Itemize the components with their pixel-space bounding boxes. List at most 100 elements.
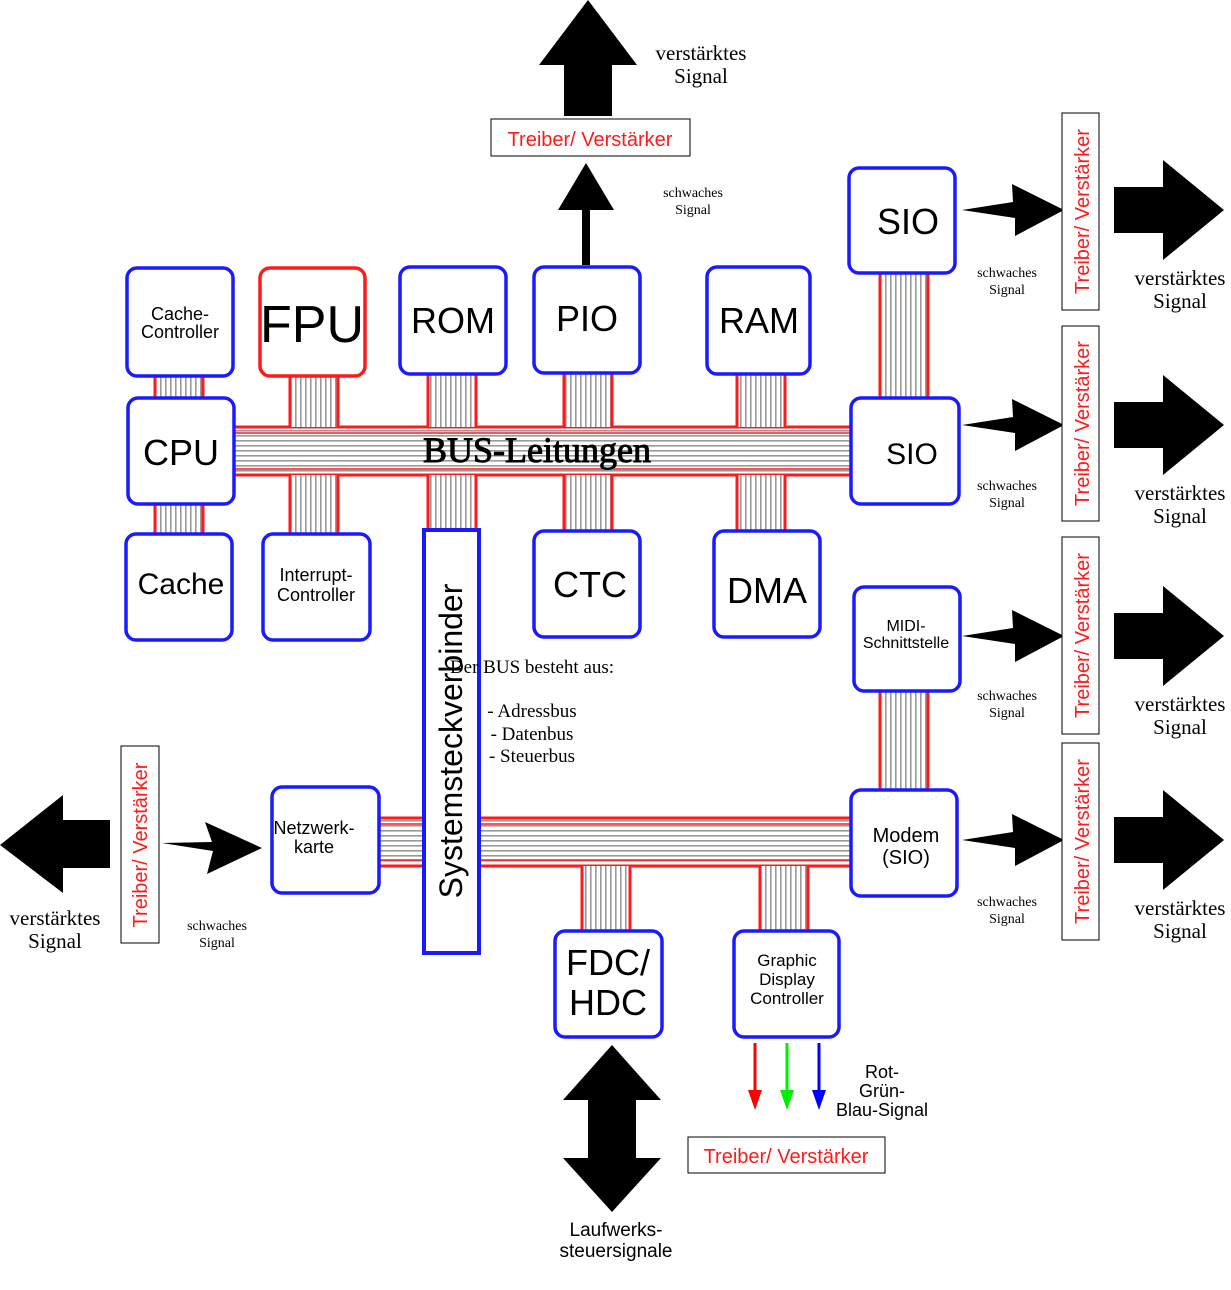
conn-cache-controller bbox=[153, 376, 205, 398]
netzwerkkarte-label: Netzwerk-karte bbox=[273, 818, 354, 857]
ram-box[interactable]: RAM bbox=[705, 265, 812, 376]
pio-box[interactable]: PIO bbox=[532, 265, 642, 375]
fpu-label: FPU bbox=[260, 296, 364, 354]
cache-box[interactable]: Cache bbox=[124, 532, 234, 642]
modem-box[interactable]: Modem(SIO) bbox=[849, 788, 959, 898]
pio-label: PIO bbox=[556, 298, 618, 339]
systemsteckverbinder-label: Systemsteckverbinder bbox=[433, 583, 469, 898]
conn-fdc bbox=[580, 866, 632, 931]
midi-box[interactable]: MIDI-Schnittstelle bbox=[852, 585, 962, 693]
cpu-label: CPU bbox=[143, 432, 219, 473]
rom-label: ROM bbox=[411, 300, 495, 341]
amplified-arrow-right-icon bbox=[1114, 160, 1224, 260]
bus-info-item-3: - Steuerbus bbox=[489, 746, 575, 767]
bidirectional-arrow-icon bbox=[563, 1045, 661, 1212]
netzwerkkarte-box[interactable]: Netzwerk-karte bbox=[270, 785, 381, 895]
conn-pio bbox=[562, 373, 614, 427]
conn-midi-modem bbox=[878, 691, 930, 790]
bus-info: Der BUS besteht aus: - Adressbus - Daten… bbox=[450, 657, 614, 767]
amplified-arrow-left-icon bbox=[0, 795, 110, 893]
midi-label: MIDI-Schnittstelle bbox=[863, 618, 949, 652]
conn-ctc bbox=[562, 475, 614, 531]
sio-box-1[interactable]: SIO bbox=[847, 166, 957, 275]
bus-connectors bbox=[153, 273, 930, 931]
interrupt-controller-label: Interrupt-Controller bbox=[277, 565, 355, 605]
rgb-signal-label: Rot-Grün-Blau-Signal bbox=[836, 1062, 928, 1120]
green-signal-arrow-icon bbox=[780, 1090, 794, 1110]
weak-signal-arrow-up-icon bbox=[558, 163, 614, 210]
fdc-hdc-label: FDC/HDC bbox=[566, 942, 650, 1023]
driver-label-bottom: Treiber/ Verstärker bbox=[704, 1146, 869, 1168]
dma-label: DMA bbox=[727, 570, 807, 611]
driver-label-left: Treiber/ Verstärker bbox=[130, 762, 152, 927]
cache-label: Cache bbox=[138, 568, 225, 601]
driver-label-top: Treiber/ Verstärker bbox=[508, 129, 673, 151]
cache-controller-label: Cache-Controller bbox=[141, 304, 219, 342]
conn-fpu bbox=[288, 376, 340, 427]
ram-label: RAM bbox=[719, 300, 799, 341]
conn-sys bbox=[426, 475, 478, 530]
dma-box[interactable]: DMA bbox=[712, 529, 822, 639]
conn-dma bbox=[735, 475, 787, 531]
amplified-arrow-right-icon bbox=[1114, 375, 1224, 475]
conn-rom bbox=[426, 374, 478, 427]
sio-1-label: SIO bbox=[877, 201, 939, 242]
rgb-output: Rot-Grün-Blau-Signal Treiber/ Verstärker bbox=[687, 1043, 928, 1174]
fdc-output: Laufwerks-steuersignale bbox=[559, 1045, 673, 1262]
modem-label: Modem(SIO) bbox=[873, 825, 940, 869]
systemsteckverbinder-box[interactable]: Systemsteckverbinder bbox=[422, 528, 481, 955]
amplified-arrow-up-icon bbox=[539, 0, 637, 116]
weak-signal-arrow-right-icon bbox=[962, 399, 1064, 451]
cache-controller-box[interactable]: Cache-Controller bbox=[125, 266, 235, 378]
driver-label-right-1: Treiber/ Verstärker bbox=[1072, 129, 1094, 294]
red-signal-arrow-icon bbox=[748, 1090, 762, 1110]
conn-interrupt bbox=[288, 475, 340, 534]
conn-ram bbox=[735, 374, 787, 427]
driver-label-right-2: Treiber/ Verstärker bbox=[1072, 341, 1094, 506]
cpu-box[interactable]: CPU bbox=[126, 396, 236, 506]
fdc-hdc-box[interactable]: FDC/HDC bbox=[553, 929, 664, 1039]
fpu-box[interactable]: FPU bbox=[258, 266, 367, 378]
bus-info-item-2: - Datenbus bbox=[491, 724, 574, 745]
rom-box[interactable]: ROM bbox=[398, 265, 508, 376]
weak-signal-arrow-left-icon bbox=[162, 822, 262, 874]
main-bus bbox=[232, 425, 854, 477]
drive-signals-label: Laufwerks-steuersignale bbox=[559, 1220, 672, 1262]
blue-signal-arrow-icon bbox=[812, 1090, 826, 1110]
conn-sio1-sio2 bbox=[878, 273, 930, 398]
driver-label-right-4: Treiber/ Verstärker bbox=[1072, 759, 1094, 924]
driver-label-right-3: Treiber/ Verstärker bbox=[1072, 553, 1094, 718]
interrupt-controller-box[interactable]: Interrupt-Controller bbox=[261, 532, 372, 642]
amplified-arrow-right-icon bbox=[1114, 790, 1224, 890]
weak-signal-arrow-right-icon bbox=[962, 184, 1064, 236]
sio-2-label: SIO bbox=[886, 438, 938, 471]
ctc-label: CTC bbox=[553, 564, 627, 605]
ctc-box[interactable]: CTC bbox=[532, 529, 642, 639]
weak-signal-arrow-right-icon bbox=[962, 814, 1064, 866]
weak-signal-arrow-right-icon bbox=[962, 610, 1064, 662]
bus-label: BUS-Leitungen bbox=[423, 430, 651, 470]
sio-box-2[interactable]: SIO bbox=[849, 396, 961, 506]
